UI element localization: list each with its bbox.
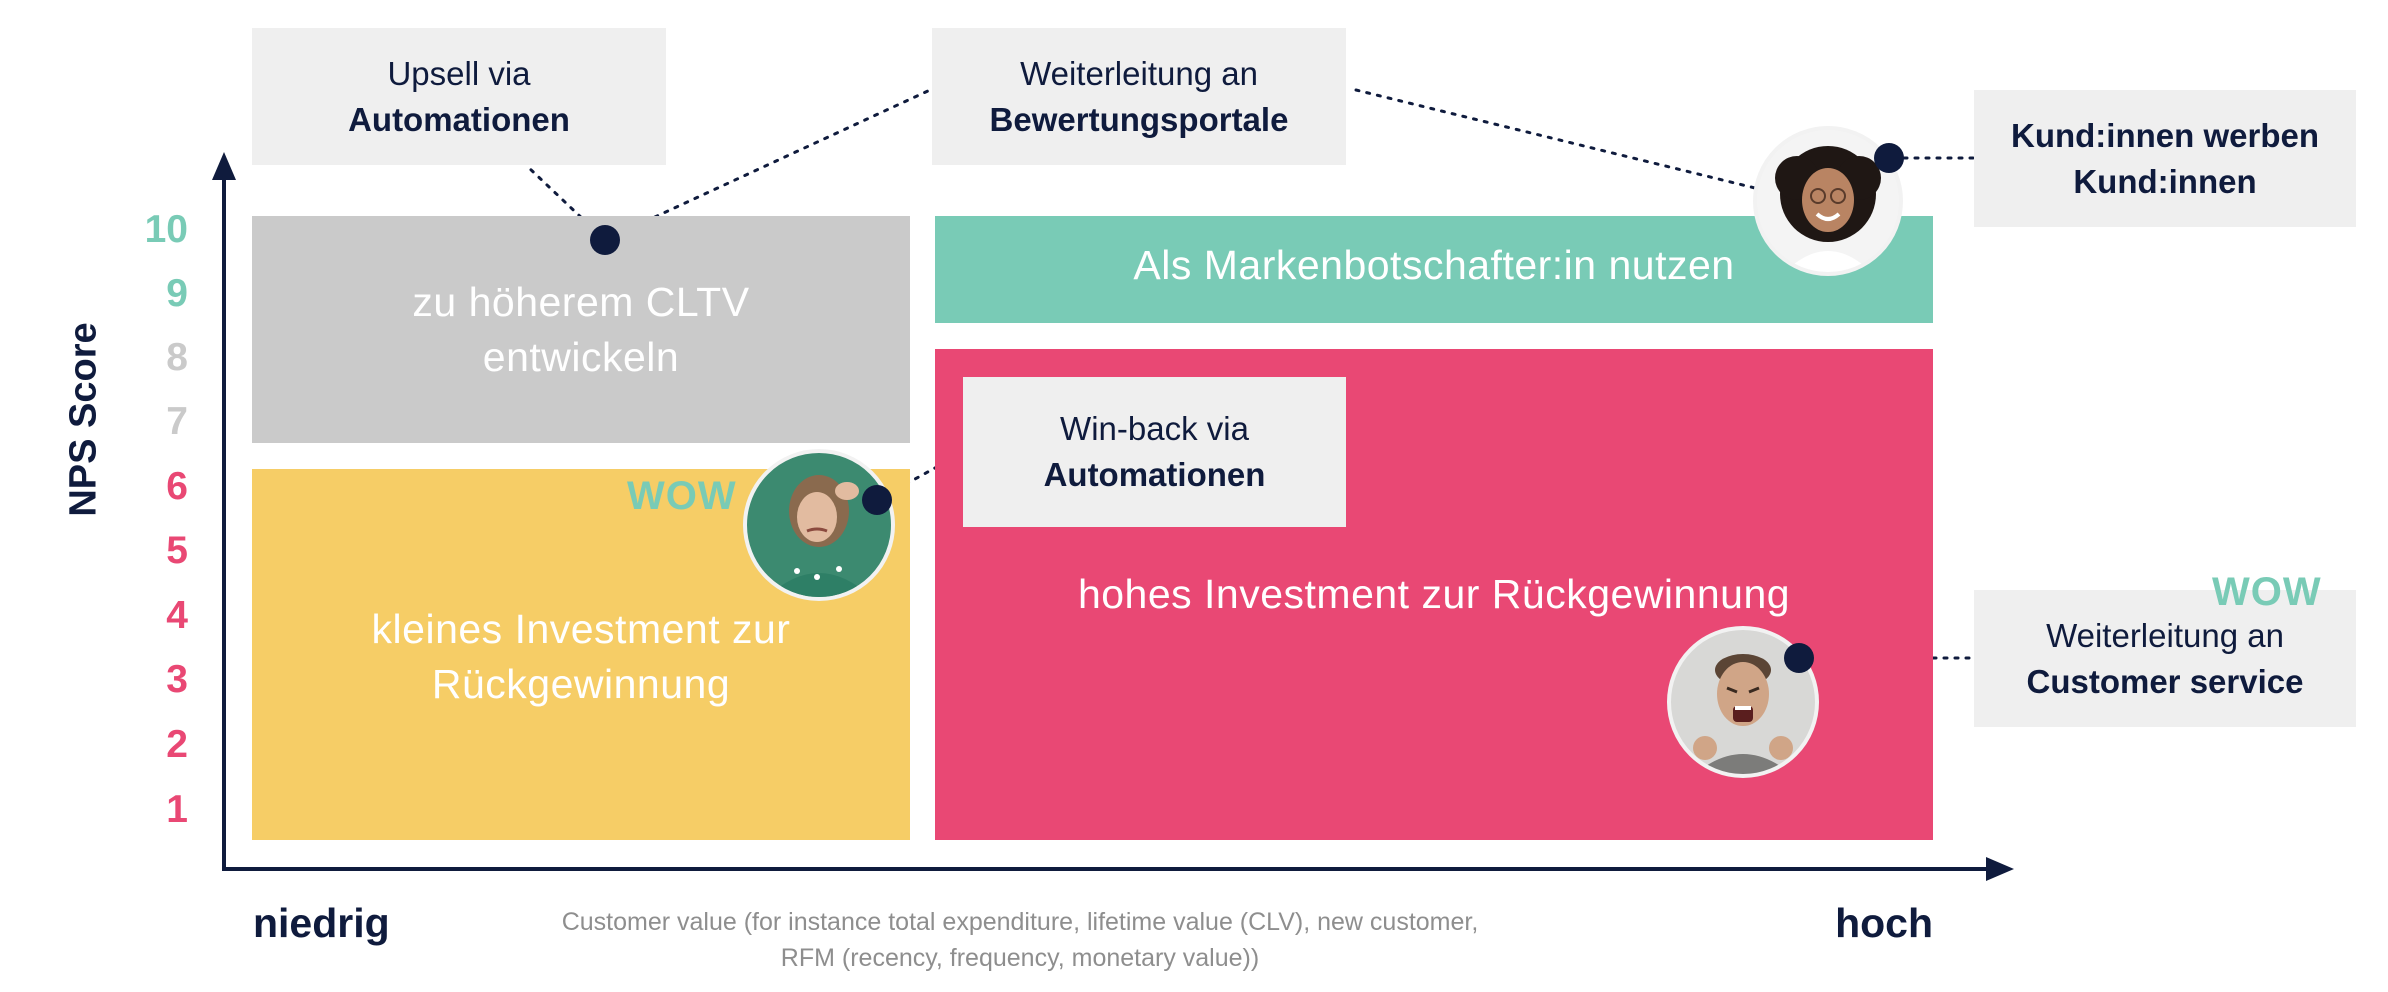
x-axis-description-line1: Customer value (for instance total expen…	[561, 908, 1479, 936]
y-score-10: 10	[144, 208, 188, 251]
callout-customer-service: Weiterleitung an Customer service	[1974, 590, 2356, 727]
zone-develop-cltv: zu höherem CLTV entwickeln	[252, 216, 910, 443]
y-score-6: 6	[166, 465, 188, 508]
connector-dot-referral	[1874, 143, 1904, 173]
connector-dot-service	[1784, 643, 1814, 673]
connector-dot-winback	[862, 485, 892, 515]
zone-develop-cltv-line1: zu höherem CLTV	[412, 278, 750, 325]
y-score-7: 7	[166, 400, 188, 443]
x-axis-arrow	[1986, 857, 2014, 881]
zone-brand-ambassador-text: Als Markenbotschafter:in nutzen	[1133, 242, 1735, 288]
wow-label-left: WOW	[627, 474, 737, 518]
callout-upsell-line2: Automationen	[348, 100, 570, 138]
y-score-9: 9	[166, 272, 188, 315]
y-axis-title-text: NPS Score	[62, 322, 105, 517]
callout-winback: Win-back via Automationen	[963, 377, 1346, 527]
wow-label-right: WOW	[2212, 570, 2322, 614]
y-axis-arrow	[212, 152, 236, 180]
x-axis-description: Customer value (for instance total expen…	[480, 904, 1560, 976]
callout-winback-line2: Automationen	[1043, 456, 1266, 493]
y-score-5: 5	[166, 529, 188, 572]
zone-small-investment-line2: Rückgewinnung	[431, 660, 731, 707]
avatar-stressed-woman-icon	[767, 475, 871, 597]
connector-upsell	[526, 165, 607, 242]
callout-upsell-line1: Upsell via	[387, 54, 531, 92]
connector-review-left	[603, 88, 932, 242]
zone-small-investment-line1: kleines Investment zur	[371, 605, 791, 652]
callout-service-line1: Weiterleitung an	[2046, 616, 2284, 654]
y-score-4: 4	[166, 594, 188, 637]
callout-service-line2: Customer service	[2026, 662, 2304, 700]
callout-review-line2: Bewertungsportale	[989, 100, 1289, 138]
connector-review-right	[1354, 88, 1757, 190]
avatar-happy-woman-icon	[1775, 146, 1881, 272]
x-axis-low-label: niedrig	[253, 900, 390, 946]
y-score-1: 1	[166, 788, 188, 831]
zone-high-investment-text: hohes Investment zur Rückgewinnung	[1077, 571, 1791, 617]
y-score-8: 8	[166, 336, 188, 379]
callout-referral: Kund:innen werben Kund:innen	[1974, 90, 2356, 227]
callout-winback-line1: Win-back via	[1060, 410, 1249, 447]
y-score-2: 2	[166, 723, 188, 766]
avatar-stressed-woman	[743, 449, 895, 601]
callout-review-portals: Weiterleitung an Bewertungsportale	[932, 28, 1346, 165]
x-axis-description-line2: RFM (recency, frequency, monetary value)…	[780, 944, 1260, 972]
zone-small-investment: kleines Investment zur Rückgewinnung	[252, 469, 910, 840]
y-score-3: 3	[166, 658, 188, 701]
callout-upsell: Upsell via Automationen	[252, 28, 666, 165]
zone-develop-cltv-line2: entwickeln	[482, 333, 680, 380]
avatar-angry-man-icon	[1693, 654, 1793, 774]
callout-referral-line1: Kund:innen werben	[2011, 116, 2319, 154]
x-axis-high-label: hoch	[1835, 900, 1933, 946]
callout-review-line1: Weiterleitung an	[1020, 54, 1258, 92]
callout-referral-line2: Kund:innen	[2073, 162, 2257, 200]
connector-dot-upsell	[590, 225, 620, 255]
